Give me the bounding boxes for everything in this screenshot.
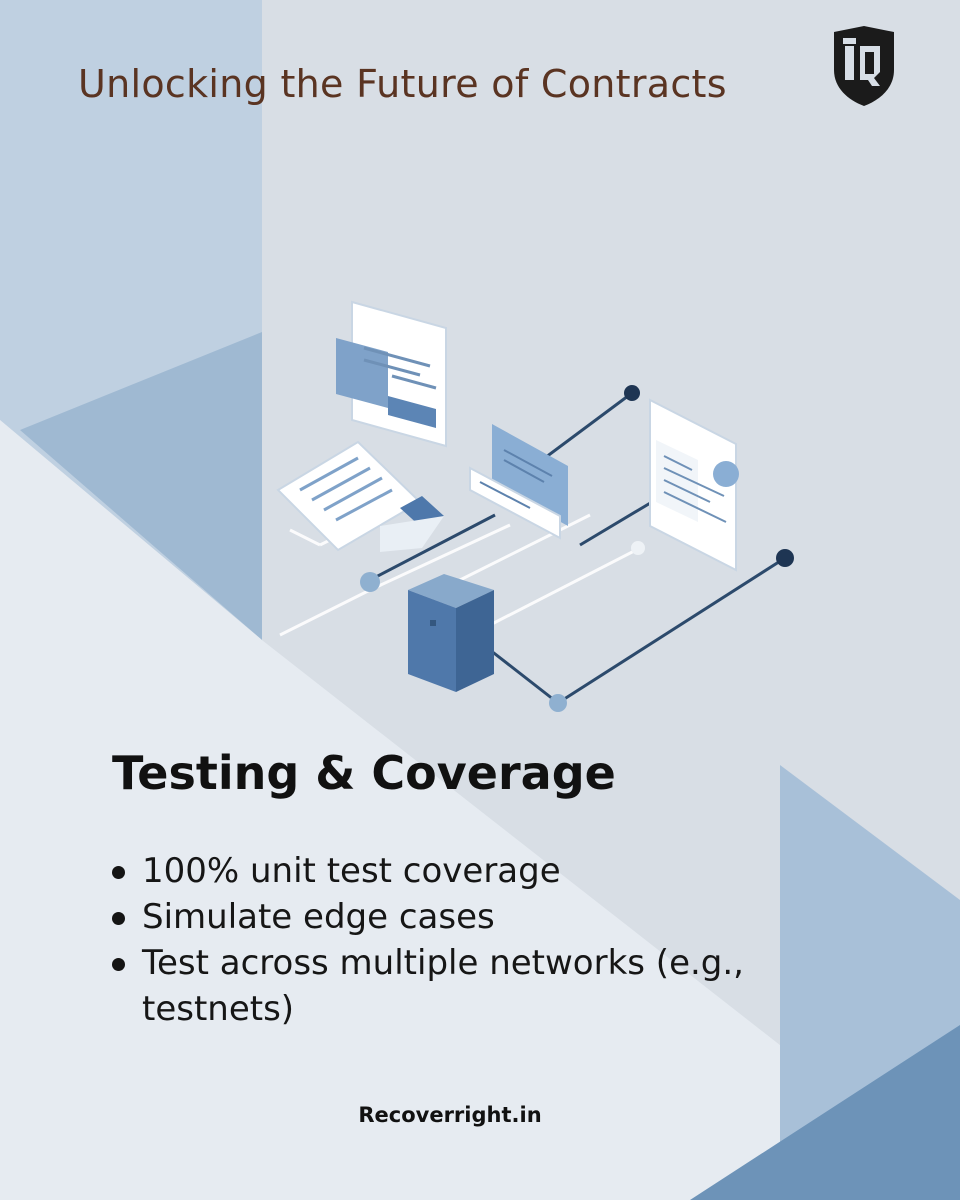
- section-heading: Testing & Coverage: [112, 746, 616, 800]
- bullet-dot-icon: [112, 958, 125, 971]
- bullet-item: Simulate edge cases: [108, 894, 868, 940]
- isometric-contract-network-illustration: [276, 300, 794, 712]
- footer-website: Recoverright.in: [358, 1103, 542, 1127]
- page-title: Unlocking the Future of Contracts: [78, 62, 727, 106]
- feature-bullet-list: 100% unit test coverage Simulate edge ca…: [108, 848, 868, 1032]
- bullet-item: Test across multiple networks (e.g., tes…: [108, 940, 868, 1032]
- bullet-text: Test across multiple networks (e.g., tes…: [142, 943, 744, 1029]
- bullet-dot-icon: [112, 912, 125, 925]
- bullet-dot-icon: [112, 866, 125, 879]
- bullet-text: 100% unit test coverage: [142, 851, 561, 891]
- bullet-text: Simulate edge cases: [142, 897, 495, 937]
- shield-iq-logo-icon: [834, 26, 894, 106]
- bullet-item: 100% unit test coverage: [108, 848, 868, 894]
